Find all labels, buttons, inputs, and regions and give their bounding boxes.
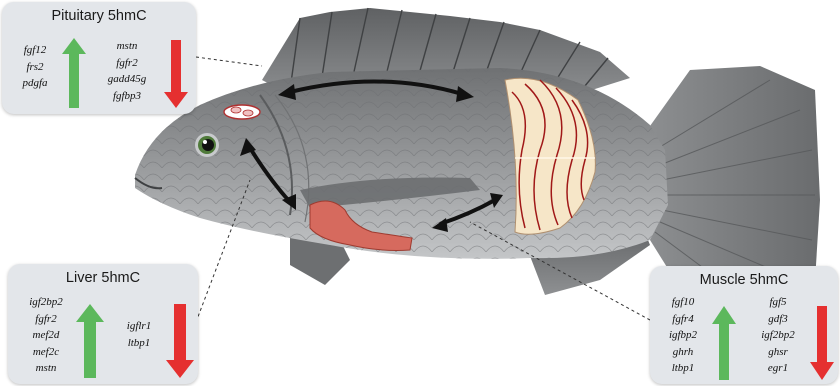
gene-label: ghrh bbox=[658, 344, 708, 361]
gene-label: fgf12 bbox=[8, 42, 62, 59]
gene-label: egr1 bbox=[750, 360, 806, 377]
pituitary-panel: Pituitary 5hmC fgf12 frs2 pdgfa mstn fgf… bbox=[2, 2, 196, 114]
gene-label: ltbp1 bbox=[116, 335, 162, 352]
gene-label: igfbp2 bbox=[658, 327, 708, 344]
pituitary-up-genes: fgf12 frs2 pdgfa bbox=[8, 42, 62, 92]
gene-label: pdgfa bbox=[8, 75, 62, 92]
gene-label: mef2c bbox=[16, 344, 76, 361]
pituitary-title: Pituitary 5hmC bbox=[2, 8, 196, 24]
muscle-panel: Muscle 5hmC fgf10 fgfr4 igfbp2 ghrh ltbp… bbox=[650, 266, 838, 384]
gene-label: fgfbp3 bbox=[94, 88, 160, 105]
gene-label: ltbp1 bbox=[658, 360, 708, 377]
gene-label: frs2 bbox=[8, 59, 62, 76]
muscle-title: Muscle 5hmC bbox=[650, 272, 838, 288]
gene-label: fgf10 bbox=[658, 294, 708, 311]
gene-label: gadd45g bbox=[94, 71, 160, 88]
gene-label: ghsr bbox=[750, 344, 806, 361]
gene-label: mstn bbox=[94, 38, 160, 55]
fish-eye bbox=[195, 133, 219, 157]
gene-label: igf2bp2 bbox=[750, 327, 806, 344]
down-arrow-icon bbox=[810, 306, 834, 380]
liver-down-genes: igflr1 ltbp1 bbox=[116, 318, 162, 351]
up-arrow-icon bbox=[62, 38, 86, 108]
gene-label: igf2bp2 bbox=[16, 294, 76, 311]
pituitary-organ bbox=[224, 105, 260, 119]
pituitary-down-genes: mstn fgfr2 gadd45g fgfbp3 bbox=[94, 38, 160, 104]
liver-panel: Liver 5hmC igf2bp2 fgfr2 mef2d mef2c mst… bbox=[8, 264, 198, 384]
liver-title: Liver 5hmC bbox=[8, 270, 198, 286]
gene-label: mef2d bbox=[16, 327, 76, 344]
gene-label: fgfr4 bbox=[658, 311, 708, 328]
muscle-down-genes: fgf5 gdf3 igf2bp2 ghsr egr1 bbox=[750, 294, 806, 377]
up-arrow-icon bbox=[712, 306, 736, 380]
gene-label: fgfr2 bbox=[16, 311, 76, 328]
down-arrow-icon bbox=[166, 304, 194, 378]
gene-label: igflr1 bbox=[116, 318, 162, 335]
down-arrow-icon bbox=[164, 40, 188, 108]
gene-label: fgfr2 bbox=[94, 55, 160, 72]
liver-up-genes: igf2bp2 fgfr2 mef2d mef2c mstn bbox=[16, 294, 76, 377]
gene-label: gdf3 bbox=[750, 311, 806, 328]
gene-label: mstn bbox=[16, 360, 76, 377]
muscle-up-genes: fgf10 fgfr4 igfbp2 ghrh ltbp1 bbox=[658, 294, 708, 377]
gene-label: fgf5 bbox=[750, 294, 806, 311]
up-arrow-icon bbox=[76, 304, 104, 378]
